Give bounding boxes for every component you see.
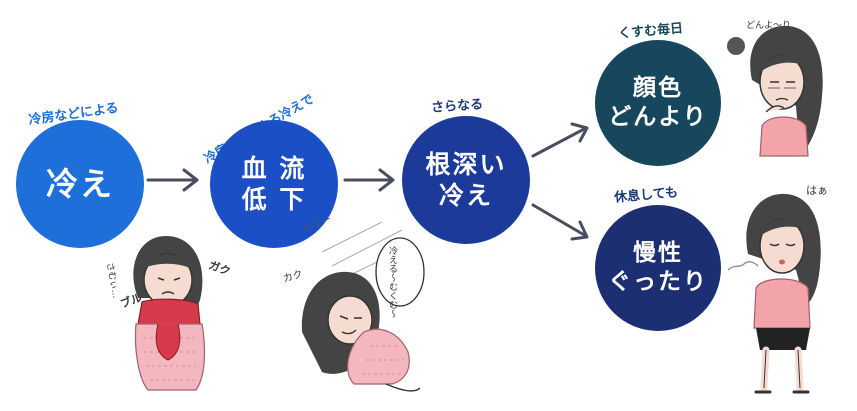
caption-deep: さらなる [430, 97, 484, 116]
illustration-slumped-girl: 冷える〜むくむ〜 カク ヒュー [282, 213, 425, 392]
step-label: 顔色 [633, 75, 683, 102]
sfx-donyori: どんよ〜り [746, 20, 791, 31]
step-label: 慢性 [633, 240, 683, 267]
step-node-deep: 根深い 冷え [402, 116, 530, 244]
step-node-tired: 慢性 ぐったり [595, 205, 721, 331]
sfx-buru: ブル [118, 290, 143, 311]
step-node-circulation: 血 流 低 下 [210, 120, 338, 248]
illustration-dull-girl: どんよ〜り [727, 20, 823, 157]
illustration-tired-girl: はぁ [727, 184, 828, 394]
arrow-deep-to-tired [531, 203, 589, 241]
sfx-kaku: カク [282, 268, 304, 285]
arrow-chill-to-circulation [146, 168, 199, 192]
bubble-hieru: 冷える〜むくむ〜 [387, 245, 398, 318]
illustration-shivering-girl: さむぃ… ガク ブル [104, 236, 232, 391]
sfx-hyu: ヒュー [301, 213, 333, 235]
step-label: 低 下 [241, 185, 307, 214]
step-node-dull: 顔色 どんより [595, 40, 721, 166]
arrow-deep-to-dull [531, 122, 589, 158]
step-label: ぐったり [608, 269, 708, 295]
step-label: 冷え [45, 165, 114, 203]
sfx-haa: はぁ [806, 184, 828, 197]
step-label: どんより [608, 104, 708, 130]
step-node-chill: 冷え [16, 120, 144, 248]
step-label: 根深い [425, 149, 507, 179]
arrow-circulation-to-deep [343, 168, 395, 192]
step-label: 血 流 [241, 153, 307, 183]
step-label: 冷え [438, 181, 493, 210]
